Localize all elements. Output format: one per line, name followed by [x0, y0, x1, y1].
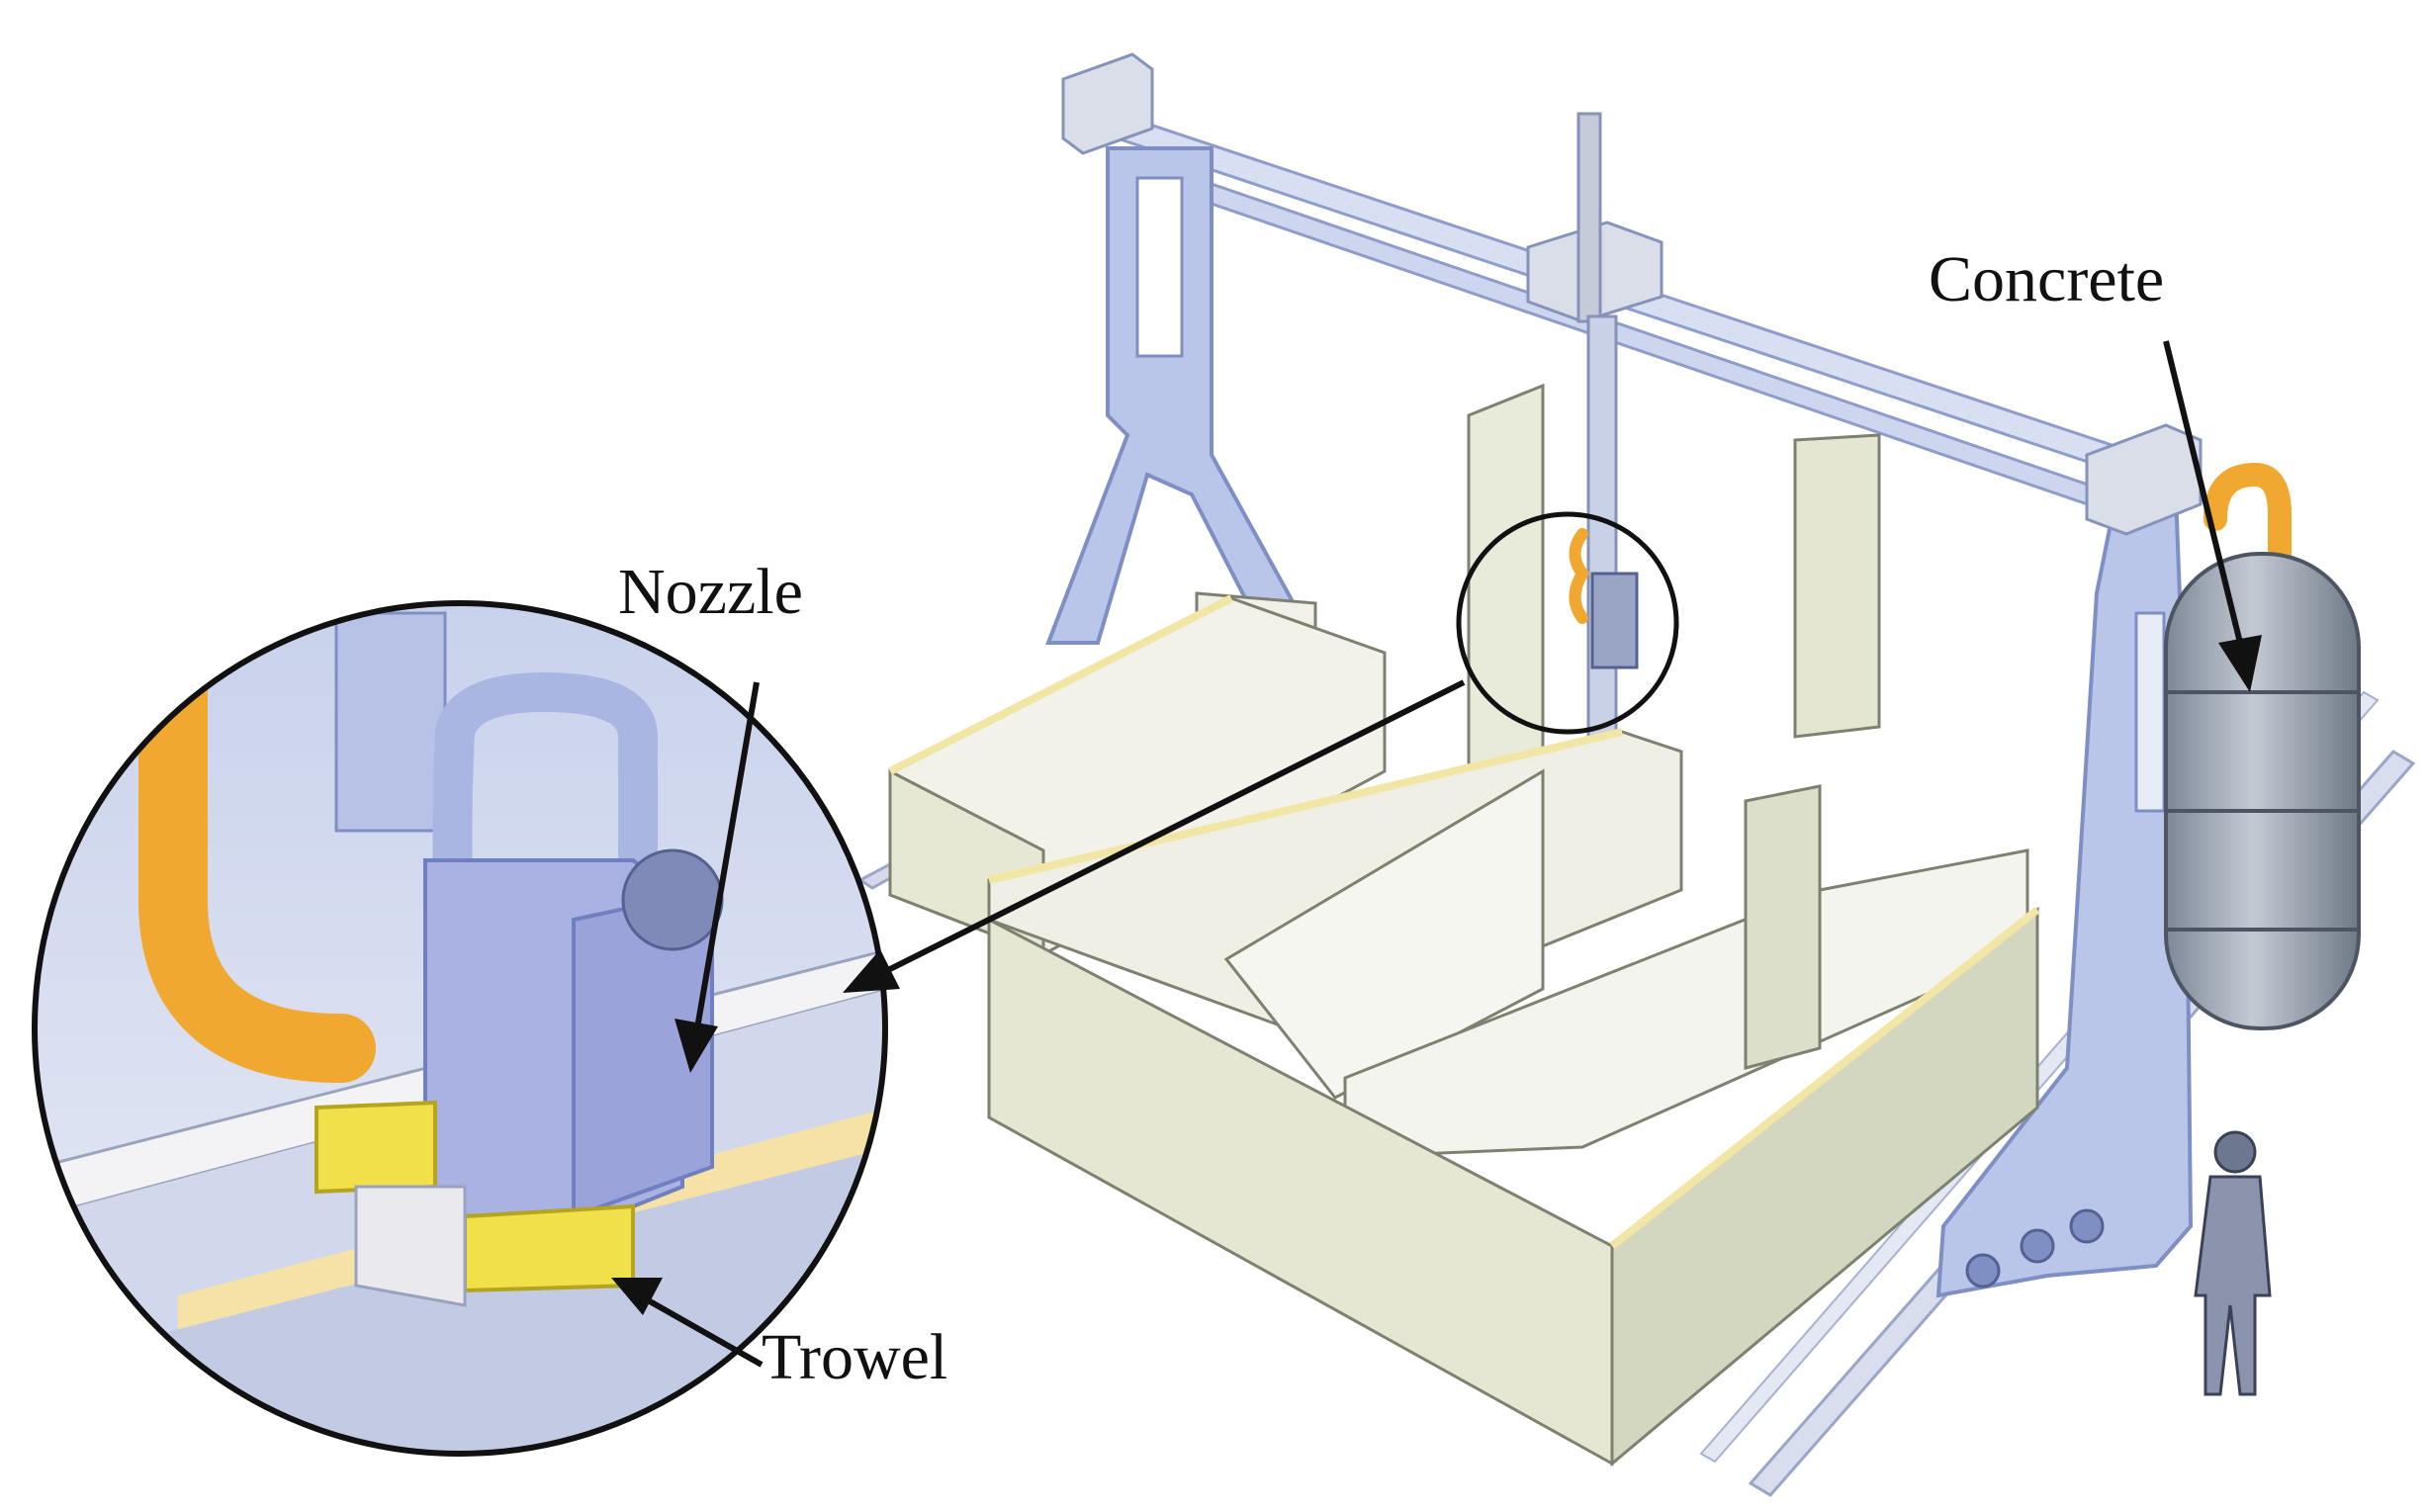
arrow-head-nozzle	[674, 1019, 718, 1073]
concrete-label: Concrete	[1929, 243, 2165, 315]
print-head	[1569, 528, 1639, 669]
callout-arrows	[611, 340, 2262, 1368]
arrow-head-trowel	[611, 1278, 663, 1315]
building-walls	[888, 383, 2040, 1468]
gantry-frame	[1045, 52, 2203, 1298]
trowel-label: Trowel	[762, 1321, 948, 1393]
magnifier-circle	[1456, 511, 1679, 735]
arrow-head-concrete	[2218, 635, 2262, 692]
concrete-tank	[2164, 462, 2361, 1030]
worker-figure	[2194, 1130, 2272, 1396]
arrow-head-zoom	[843, 949, 900, 993]
nozzle-label: Nozzle	[618, 556, 803, 628]
